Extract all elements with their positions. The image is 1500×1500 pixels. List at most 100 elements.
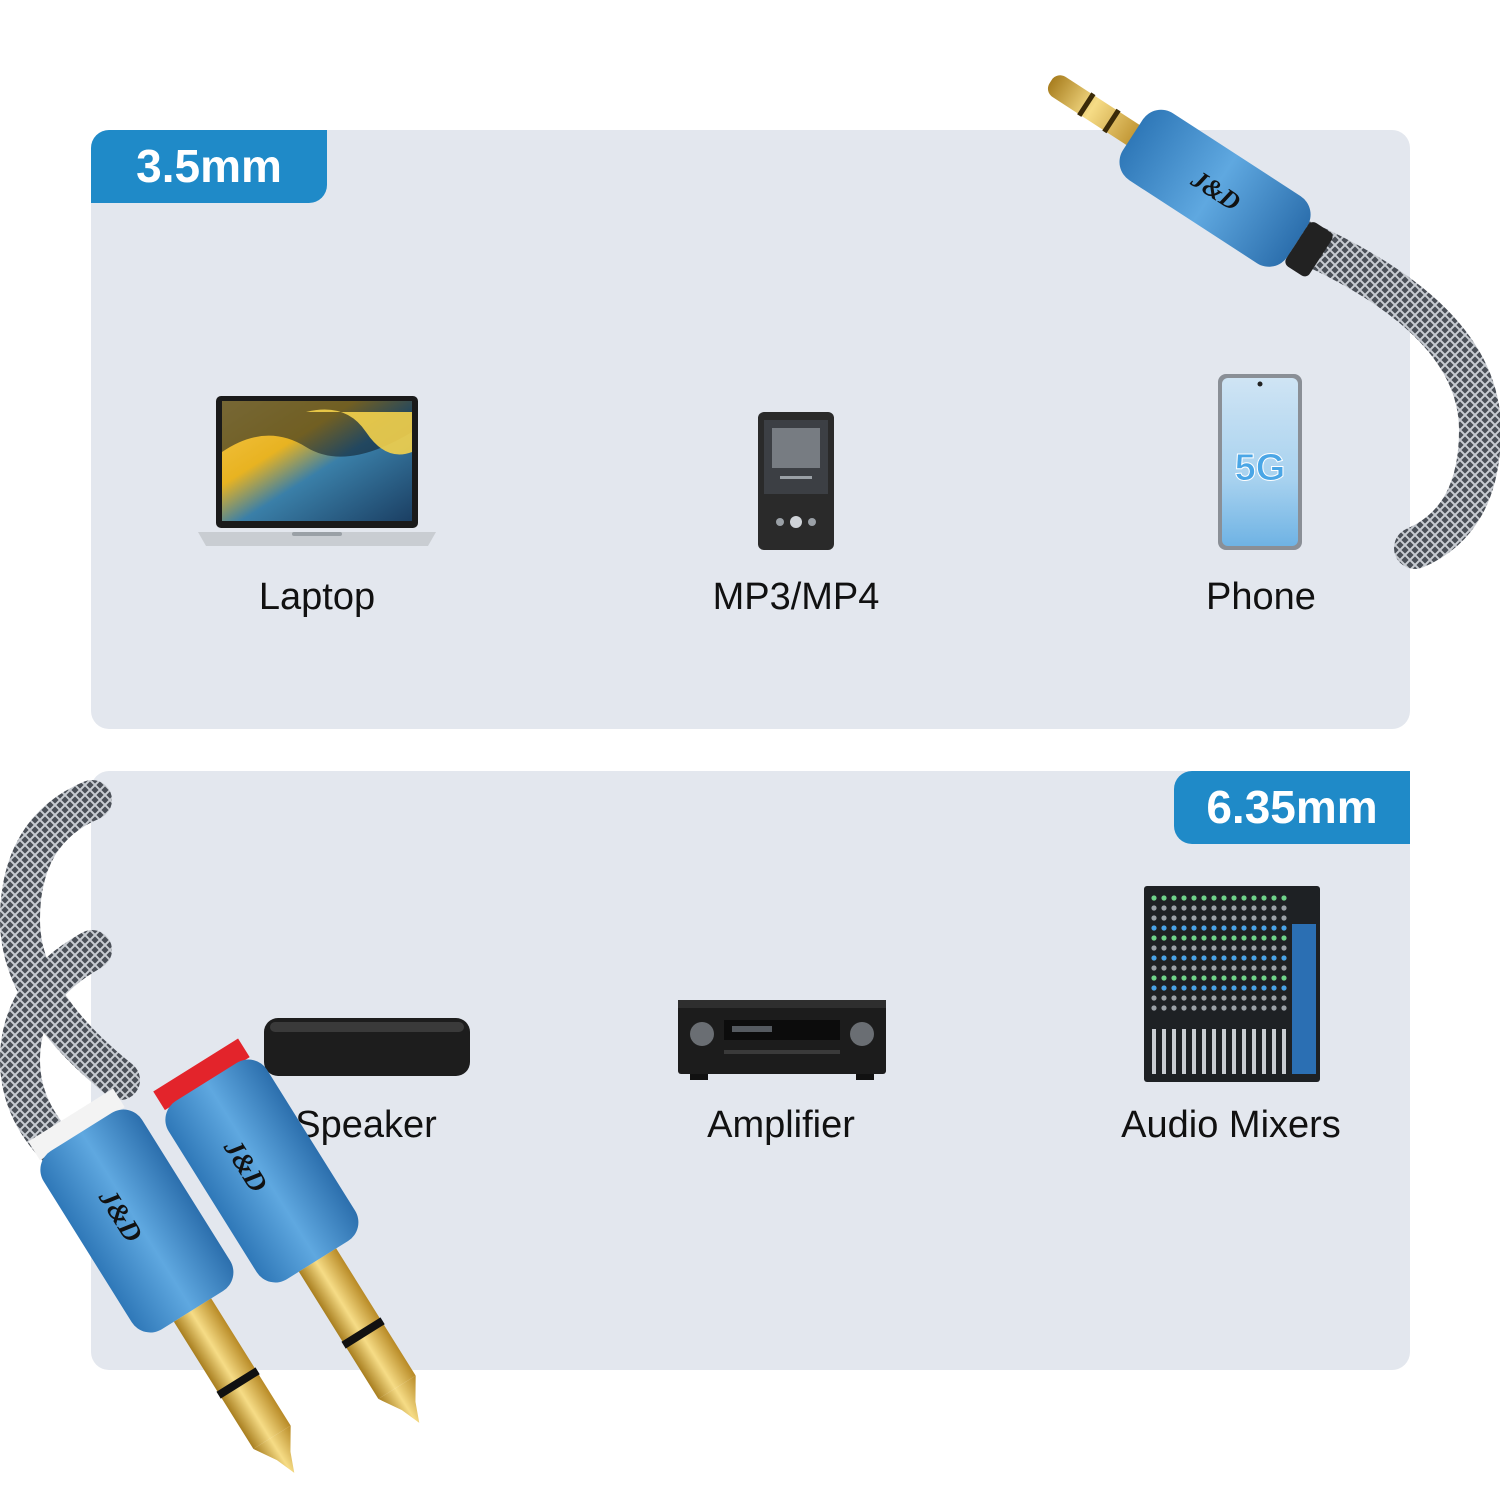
- mixer-knob: [1171, 935, 1177, 941]
- mixer-fader: [1222, 1029, 1226, 1074]
- mixer-knob: [1251, 995, 1257, 1001]
- mixer-knob: [1211, 895, 1217, 901]
- mixer-knob: [1191, 1005, 1197, 1011]
- mixer-knob: [1271, 995, 1277, 1001]
- connector-3-5mm: J&D: [1047, 75, 1333, 277]
- badge-6-35mm: 6.35mm: [1174, 771, 1410, 844]
- mixer-knob: [1231, 955, 1237, 961]
- mixer-knob: [1241, 905, 1247, 911]
- mixer-knob: [1281, 935, 1287, 941]
- mixer-knob: [1221, 995, 1227, 1001]
- mixer-knob: [1161, 925, 1167, 931]
- mixer-knob: [1161, 895, 1167, 901]
- mixer-knob: [1261, 965, 1267, 971]
- mixer-knob: [1211, 995, 1217, 1001]
- mixer-knob: [1181, 975, 1187, 981]
- mixer-knob: [1221, 955, 1227, 961]
- mixer-knob: [1281, 955, 1287, 961]
- mixer-knob: [1241, 955, 1247, 961]
- mixer-knob: [1231, 975, 1237, 981]
- mixer-knob: [1241, 935, 1247, 941]
- mixer-knob: [1201, 955, 1207, 961]
- mixer-knob: [1201, 915, 1207, 921]
- mixer-knob: [1161, 975, 1167, 981]
- mixer-knob: [1251, 1005, 1257, 1011]
- mixer-knob: [1181, 965, 1187, 971]
- mixer-knob: [1191, 905, 1197, 911]
- mixer-fader: [1172, 1029, 1176, 1074]
- bottom-cable-braid-2: [0, 930, 112, 1170]
- mixer-knob: [1191, 895, 1197, 901]
- mixer-knob: [1191, 915, 1197, 921]
- mixer-knob: [1171, 895, 1177, 901]
- mixer-knob: [1271, 1005, 1277, 1011]
- mixer-knob: [1261, 925, 1267, 931]
- mixer-knob: [1261, 975, 1267, 981]
- mixer-knob: [1261, 915, 1267, 921]
- mixer-knob: [1211, 905, 1217, 911]
- mixer-fader: [1272, 1029, 1276, 1074]
- device-label-laptop: Laptop: [258, 576, 376, 618]
- mixer-knob: [1221, 975, 1227, 981]
- laptop-icon: [198, 396, 436, 546]
- mixer-knob: [1191, 995, 1197, 1001]
- device-label-audio-mixers: Audio Mixers: [1121, 1104, 1341, 1146]
- mixer-knob: [1161, 905, 1167, 911]
- mixer-knob: [1271, 935, 1277, 941]
- mixer-knob: [1271, 955, 1277, 961]
- mixer-knob: [1281, 975, 1287, 981]
- mixer-knob: [1211, 915, 1217, 921]
- connector-6-35mm-red: J&D: [153, 1038, 420, 1423]
- device-label-mp3-mp4: MP3/MP4: [712, 576, 880, 618]
- mixer-fader: [1232, 1029, 1236, 1074]
- mixer-knob: [1201, 925, 1207, 931]
- mixer-knob: [1191, 945, 1197, 951]
- mixer-knob: [1161, 985, 1167, 991]
- mixer-knob: [1231, 915, 1237, 921]
- mixer-knob: [1181, 935, 1187, 941]
- mixer-knob: [1251, 975, 1257, 981]
- mixer-knob: [1241, 895, 1247, 901]
- mixer-knob: [1151, 965, 1157, 971]
- audio-mixer-icon: [1144, 886, 1320, 1082]
- mixer-knob: [1211, 975, 1217, 981]
- mixer-knob: [1271, 975, 1277, 981]
- mixer-knob: [1221, 985, 1227, 991]
- device-label-amplifier: Amplifier: [707, 1104, 855, 1146]
- bottom-cable-braid-1: [0, 780, 140, 1100]
- mixer-knob: [1201, 895, 1207, 901]
- mixer-knob: [1181, 985, 1187, 991]
- mixer-knob: [1281, 905, 1287, 911]
- mixer-knob: [1171, 945, 1177, 951]
- mixer-knob: [1261, 935, 1267, 941]
- mixer-knob: [1201, 905, 1207, 911]
- mixer-knob: [1251, 985, 1257, 991]
- mixer-knob: [1221, 965, 1227, 971]
- mixer-knob: [1171, 975, 1177, 981]
- mixer-knob: [1151, 945, 1157, 951]
- mixer-fader: [1282, 1029, 1286, 1074]
- mixer-knob: [1161, 945, 1167, 951]
- mixer-knob: [1191, 965, 1197, 971]
- mixer-knob: [1151, 985, 1157, 991]
- mixer-knob: [1251, 965, 1257, 971]
- mixer-knob: [1251, 935, 1257, 941]
- mixer-knob: [1241, 975, 1247, 981]
- mixer-knob: [1251, 915, 1257, 921]
- mixer-knob: [1211, 945, 1217, 951]
- mixer-knob: [1231, 935, 1237, 941]
- mixer-knob: [1241, 995, 1247, 1001]
- mixer-knob: [1241, 1005, 1247, 1011]
- mixer-knob: [1201, 965, 1207, 971]
- phone-screen-text: 5G: [1235, 447, 1286, 489]
- mixer-knob: [1251, 945, 1257, 951]
- mixer-knob: [1221, 925, 1227, 931]
- mixer-knob: [1261, 955, 1267, 961]
- mixer-knob: [1211, 935, 1217, 941]
- mixer-knob: [1151, 925, 1157, 931]
- mixer-knob: [1241, 965, 1247, 971]
- mixer-knob: [1261, 995, 1267, 1001]
- mixer-knob: [1271, 895, 1277, 901]
- mixer-knob: [1281, 945, 1287, 951]
- mixer-knob: [1231, 1005, 1237, 1011]
